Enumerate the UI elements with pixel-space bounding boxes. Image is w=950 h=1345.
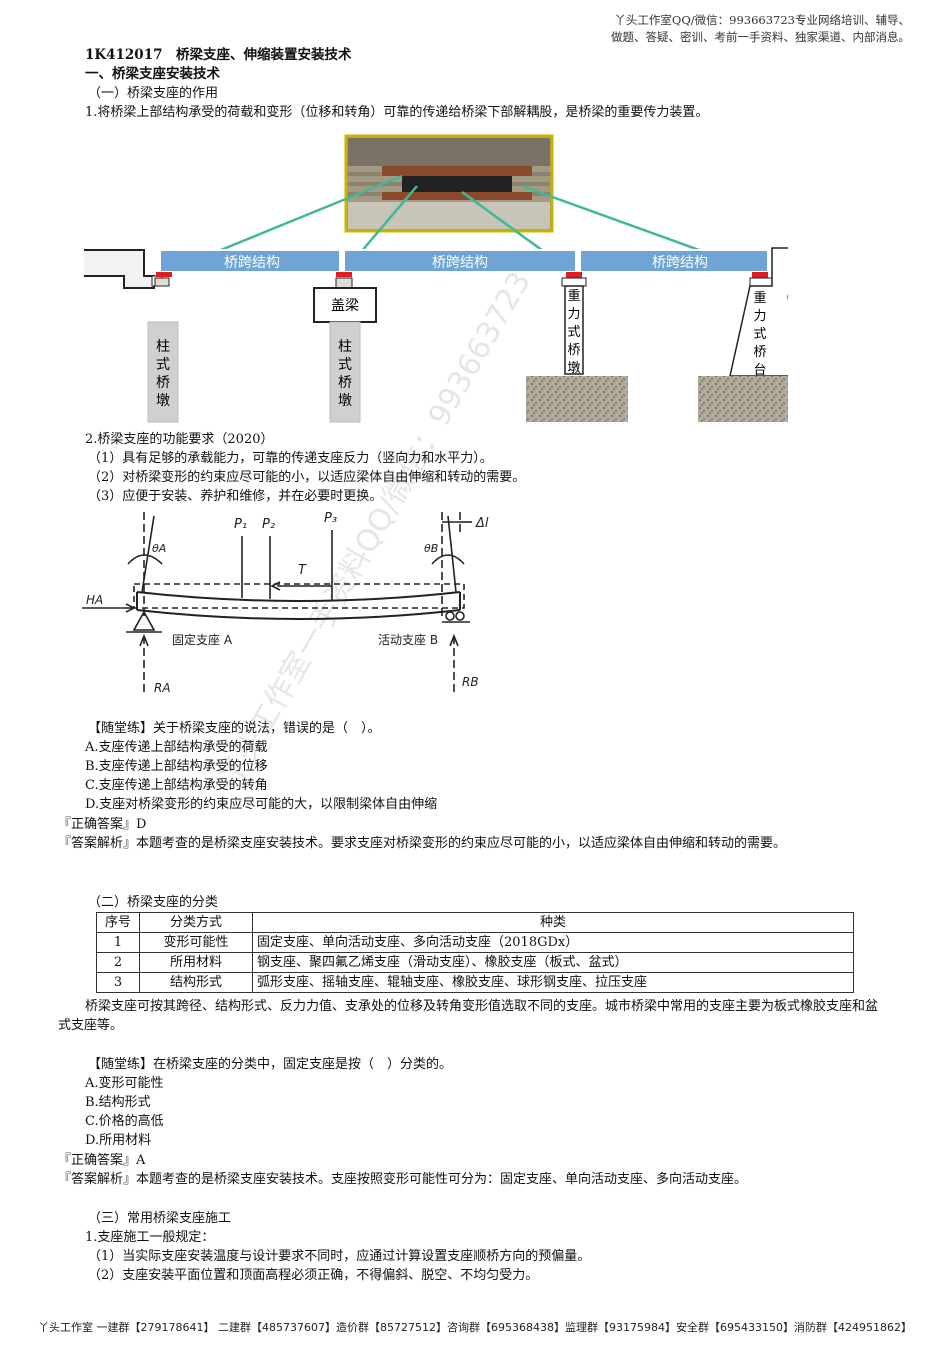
question-1-option-b: B.支座传递上部结构承受的位移 xyxy=(85,759,268,774)
rule-2: （2）支座安装平面位置和顶面高程必须正确，不得偏斜、脱空、不均匀受力。 xyxy=(88,1268,539,1283)
abut-char: 式 xyxy=(753,327,766,342)
paragraph-general-rules: 1.支座施工一般规定： xyxy=(85,1230,215,1245)
pier1-char: 式 xyxy=(156,357,170,373)
abut-char: 力 xyxy=(753,309,766,324)
cap-beam-label: 盖梁 xyxy=(331,298,359,314)
table-cell: 1 xyxy=(96,932,140,953)
pier3-char: 式 xyxy=(567,325,580,340)
question-2-option-b: B.结构形式 xyxy=(85,1095,151,1110)
force-t-label: T xyxy=(298,563,307,578)
left-abutment xyxy=(84,249,155,289)
table-header-row: 序号 分类方式 种类 xyxy=(96,912,854,933)
abut-char: 台 xyxy=(753,363,766,378)
ha-label: HA xyxy=(86,593,103,607)
rule-1: （1）当实际支座安装温度与设计要求不同时，应通过计算设置支座顺桥方向的预偏量。 xyxy=(88,1249,591,1264)
question-2-analysis: 『答案解析』本题考查的是桥梁支座安装技术。支座按照变形可能性可分为：固定支座、单… xyxy=(58,1172,748,1187)
pier3-char: 力 xyxy=(567,307,580,322)
abut-char: 桥 xyxy=(753,345,766,360)
pier3-char: 桥 xyxy=(567,343,580,358)
pier1-char: 桥 xyxy=(156,375,170,391)
theta-b-label: θB xyxy=(424,542,438,555)
table-cell: 所用材料 xyxy=(139,952,253,973)
span-label-2: 桥跨结构 xyxy=(432,255,488,271)
table-cell: 变形可能性 xyxy=(139,932,253,953)
bearing-photo xyxy=(344,134,554,233)
question-2-option-d: D.所用材料 xyxy=(85,1133,152,1148)
pier2-char: 式 xyxy=(338,357,352,373)
pier2-char: 柱 xyxy=(338,339,352,355)
footer-groups: 丫头工作室 一建群【279178641】 二建群【485737607】造价群【8… xyxy=(38,1321,912,1334)
table-header: 种类 xyxy=(252,912,854,933)
load-p2-label: P₂ xyxy=(262,517,275,532)
question-1-answer: 『正确答案』D xyxy=(58,817,147,832)
header-ad: 丫头工作室QQ/微信：993663723专业网络培训、辅导、 做题、答疑、密训、… xyxy=(530,12,910,46)
pier1-char: 墩 xyxy=(156,393,170,409)
header-line-2: 做题、答疑、密训、考前一手资料、独家渠道、内部消息。 xyxy=(611,30,910,44)
heading-installation: 一、桥梁支座安装技术 xyxy=(85,66,220,82)
question-1-option-d: D.支座对桥梁变形的约束应尽可能的大，以限制梁体自由伸缩 xyxy=(85,797,438,812)
gravity-pier: 重 力 式 桥 墩 xyxy=(526,277,628,422)
header-line-1: 丫头工作室QQ/微信：993663723专业网络培训、辅导、 xyxy=(614,13,910,27)
question-1-stem: 【随堂练】关于桥梁支座的说法，错误的是（ ）。 xyxy=(88,721,381,736)
question-1-analysis: 『答案解析』本题考查的是桥梁支座安装技术。要求支座对桥梁变形的约束应尽可能的小，… xyxy=(58,836,787,851)
table-header: 分类方式 xyxy=(139,912,253,933)
bridge-bearing-figure: 桥跨结构 桥跨结构 桥跨结构 柱 式 桥 墩 盖梁 柱 式 桥 墩 重 力 式 … xyxy=(84,134,788,423)
beam-load-diagram: P₁ P₂ P₃ T Δl θA θB HA RA RB 固定支座 A 活动支座… xyxy=(82,511,489,696)
pier2-char: 桥 xyxy=(338,375,352,391)
table-row: 2 所用材料 钢支座、聚四氟乙烯支座（滑动支座）、橡胶支座（板式、盆式） xyxy=(96,952,854,973)
pier-column-1: 柱 式 桥 墩 xyxy=(147,277,179,423)
subheading-classification: （二）桥梁支座的分类 xyxy=(88,895,219,910)
ra-label: RA xyxy=(154,681,171,695)
rb-label: RB xyxy=(462,675,479,689)
pier1-char: 柱 xyxy=(156,339,170,355)
subheading-construction: （三）常用桥梁支座施工 xyxy=(88,1211,232,1226)
paragraph-function: 1.将桥梁上部结构承受的荷载和变形（位移和转角）可靠的传递给桥梁下部解耦股，是桥… xyxy=(85,105,709,120)
table-row: 3 结构形式 弧形支座、摇轴支座、辊轴支座、橡胶支座、球形钢支座、拉压支座 xyxy=(96,972,854,993)
section-title: 1K412017 桥梁支座、伸缩装置安装技术 xyxy=(85,47,352,63)
paragraph-selection: 桥梁支座可按其跨径、结构形式、反力力值、支承处的位移及转角变形值选取不同的支座。… xyxy=(58,999,879,1033)
movable-support-label: 活动支座 B xyxy=(378,632,438,647)
span-label-1: 桥跨结构 xyxy=(224,255,280,271)
question-1-option-c: C.支座传递上部结构承受的转角 xyxy=(85,778,268,793)
gravity-abutment: 重 力 式 桥 台 xyxy=(698,247,788,422)
pier3-char: 墩 xyxy=(567,361,580,376)
question-1-option-a: A.支座传递上部结构承受的荷载 xyxy=(85,740,268,755)
bridge-spans: 桥跨结构 桥跨结构 桥跨结构 xyxy=(159,249,769,273)
requirement-1: （1）具有足够的承载能力，可靠的传递支座反力（竖向力和水平力）。 xyxy=(88,451,493,466)
table-cell: 固定支座、单向活动支座、多向活动支座（2018GDx） xyxy=(252,932,854,953)
table-cell: 2 xyxy=(96,952,140,973)
abut-char: 重 xyxy=(753,290,766,306)
paragraph-requirements: 2.桥梁支座的功能要求（2020） xyxy=(85,432,274,447)
requirement-2: （2）对桥梁变形的约束应尽可能的小，以适应梁体自由伸缩和转动的需要。 xyxy=(88,470,526,485)
theta-a-label: θA xyxy=(152,542,166,555)
question-2-option-c: C.价格的高低 xyxy=(85,1114,164,1129)
table-cell: 结构形式 xyxy=(139,972,253,993)
load-p1-label: P₁ xyxy=(234,517,247,532)
pier2-char: 墩 xyxy=(338,393,352,409)
classification-table: 序号 分类方式 种类 1 变形可能性 固定支座、单向活动支座、多向活动支座（20… xyxy=(96,912,854,993)
span-label-3: 桥跨结构 xyxy=(652,255,708,271)
question-2-option-a: A.变形可能性 xyxy=(85,1076,164,1091)
load-p3-label: P₃ xyxy=(324,511,337,526)
question-2-answer: 『正确答案』A xyxy=(58,1153,146,1168)
pier3-char: 重 xyxy=(567,288,580,304)
delta-l-label: Δl xyxy=(475,516,489,531)
table-row: 1 变形可能性 固定支座、单向活动支座、多向活动支座（2018GDx） xyxy=(96,932,854,953)
table-cell: 弧形支座、摇轴支座、辊轴支座、橡胶支座、球形钢支座、拉压支座 xyxy=(252,972,854,993)
pier-column-2: 盖梁 柱 式 桥 墩 xyxy=(313,277,377,423)
bearings xyxy=(156,272,768,278)
subheading-function: （一）桥梁支座的作用 xyxy=(88,86,219,101)
table-cell: 3 xyxy=(96,972,140,993)
requirement-3: （3）应便于安装、养护和维修，并在必要时更换。 xyxy=(88,489,383,504)
question-2-stem: 【随堂练】在桥梁支座的分类中，固定支座是按（ ）分类的。 xyxy=(88,1057,453,1072)
table-header: 序号 xyxy=(96,912,140,933)
fixed-support-label: 固定支座 A xyxy=(172,632,233,647)
table-cell: 钢支座、聚四氟乙烯支座（滑动支座）、橡胶支座（板式、盆式） xyxy=(252,952,854,973)
